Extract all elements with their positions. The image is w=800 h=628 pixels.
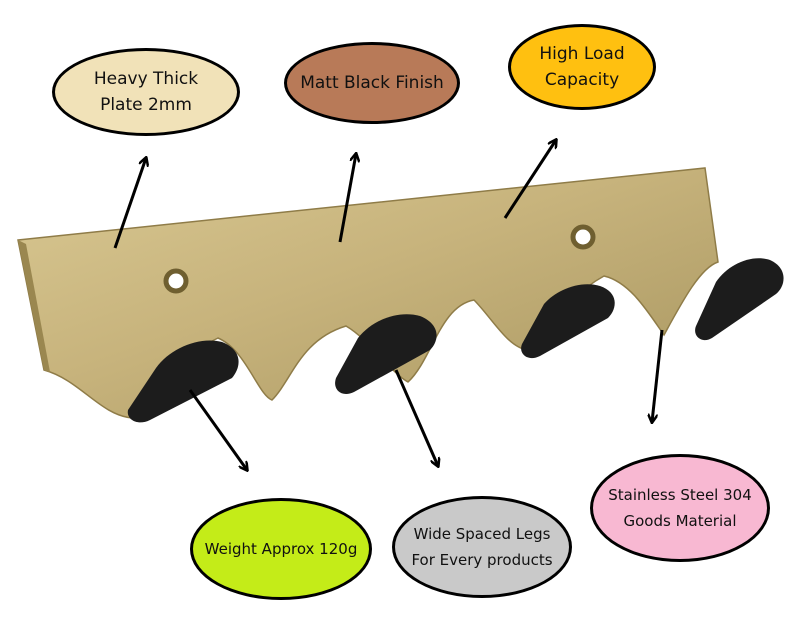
hook-1 — [127, 340, 239, 423]
label-high-load-capacity: High Load Capacity — [508, 24, 656, 110]
label-stainless-steel: Stainless Steel 304 Goods Material — [590, 454, 770, 562]
hook-3 — [521, 284, 615, 359]
label-wide-spaced-legs: Wide Spaced Legs For Every products — [392, 496, 572, 598]
arrow-icon — [188, 389, 247, 470]
mounting-hole-right — [570, 224, 596, 250]
hook-2 — [335, 314, 437, 395]
arrow-icon — [338, 154, 356, 243]
arrow-icon — [113, 158, 146, 249]
hook-4 — [695, 258, 784, 341]
label-weight: Weight Approx 120g — [190, 498, 372, 600]
arrow-icon — [652, 329, 664, 422]
mounting-hole-left — [163, 268, 189, 294]
arrow-icon — [503, 140, 556, 219]
plate-edge — [18, 240, 50, 372]
arrow-icon — [394, 369, 438, 466]
label-matt-black-finish: Matt Black Finish — [284, 42, 460, 124]
label-heavy-thick-plate: Heavy Thick Plate 2mm — [52, 48, 240, 136]
